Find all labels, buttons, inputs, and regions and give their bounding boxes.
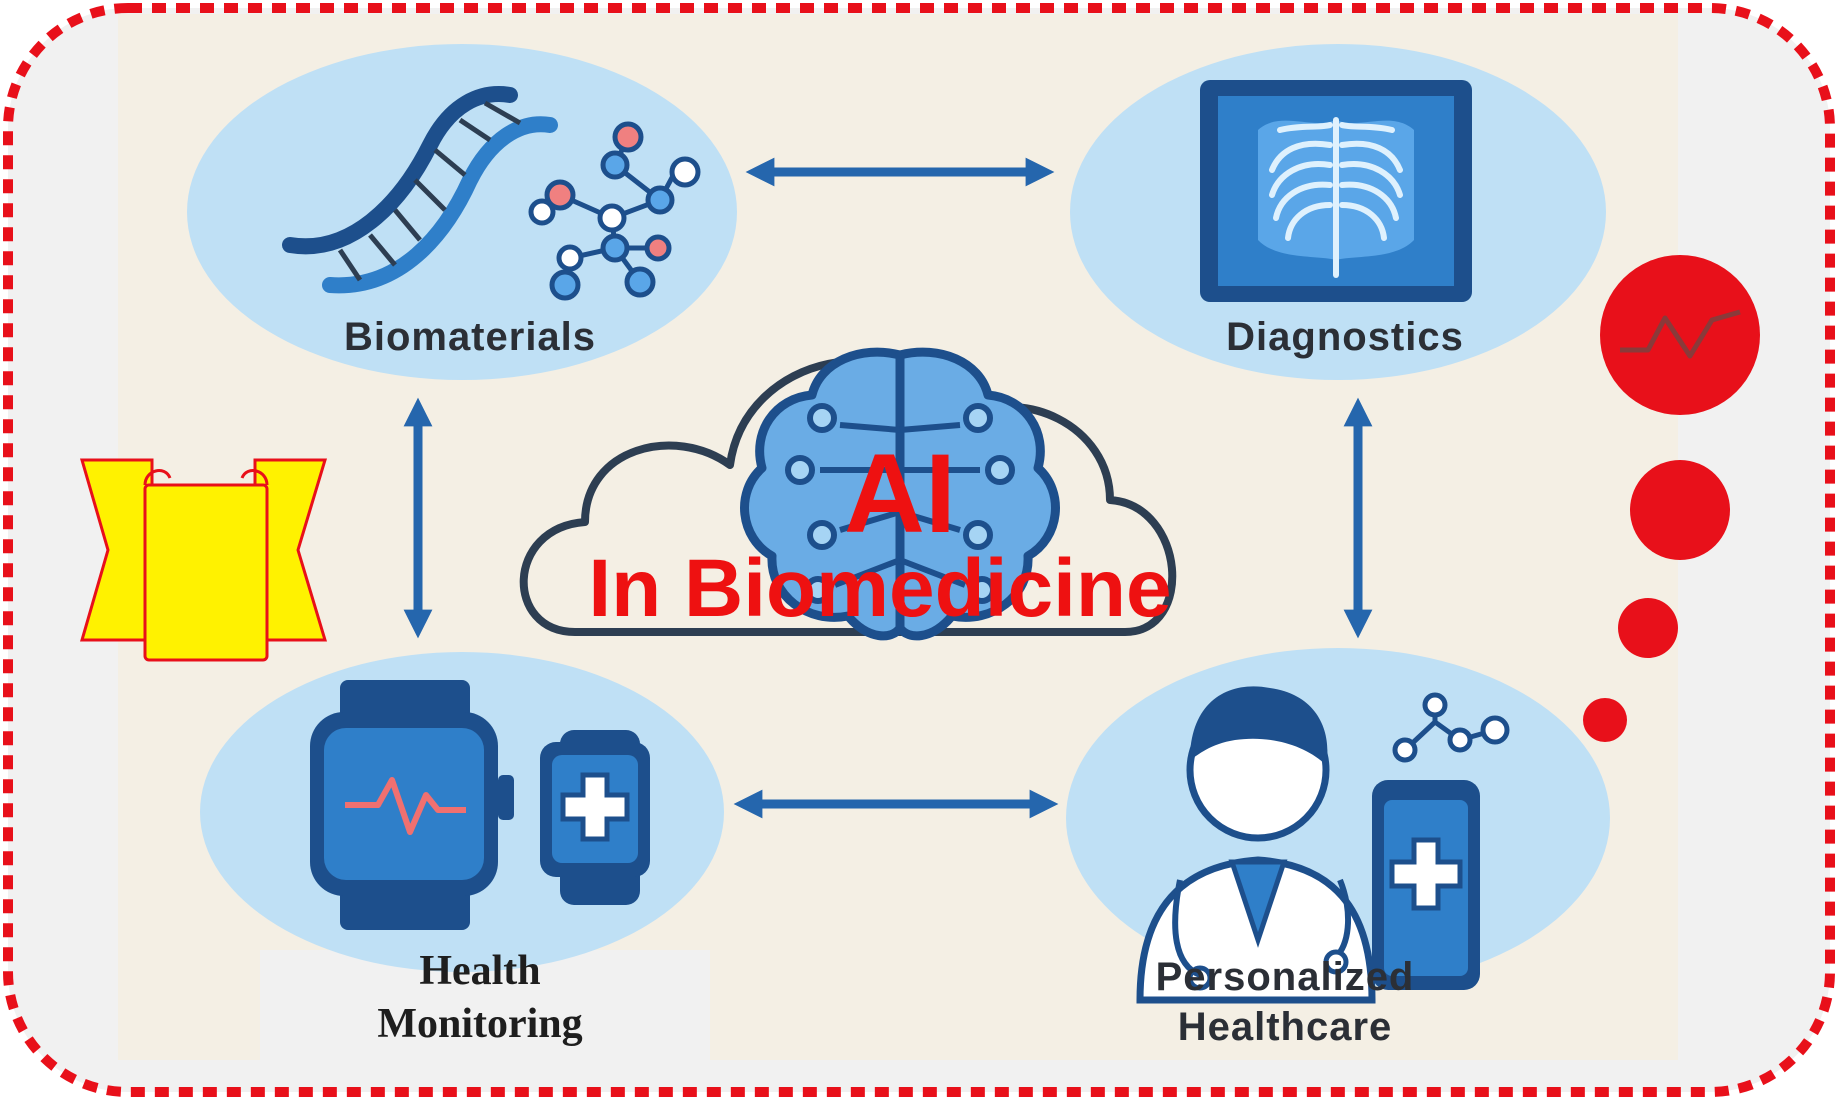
dot-small [1583,698,1627,742]
smartwatch-icon [310,680,514,930]
title-ai: AI [844,431,956,556]
label-personalized-line2: Healthcare [1177,1005,1393,1049]
dna-icon [282,86,558,294]
brain-circuit-icon [740,347,1060,641]
label-health-line2: Monitoring [377,1000,583,1047]
heartbeat-icon [1600,255,1760,415]
label-personalized-line1: Personalized [1155,955,1415,999]
label-diagnostics: Diagnostics [1226,315,1464,359]
xray-icon [1200,80,1472,302]
doctor-icon [1136,686,1376,1004]
molecule-icon [528,121,701,301]
dot-medium [1618,598,1678,658]
label-personalized-healthcare: Personalized Healthcare [1120,952,1450,1052]
title-in-biomedicine: In Biomedicine [588,543,1172,634]
scroll-icon [80,458,328,662]
label-biomaterials: Biomaterials [343,315,597,359]
label-health-line1: Health [419,948,541,994]
fitness-band-icon [540,730,650,905]
label-health-monitoring: Health Monitoring [300,945,660,1050]
tablet-medical-icon [1372,692,1510,990]
dot-large [1630,460,1730,560]
